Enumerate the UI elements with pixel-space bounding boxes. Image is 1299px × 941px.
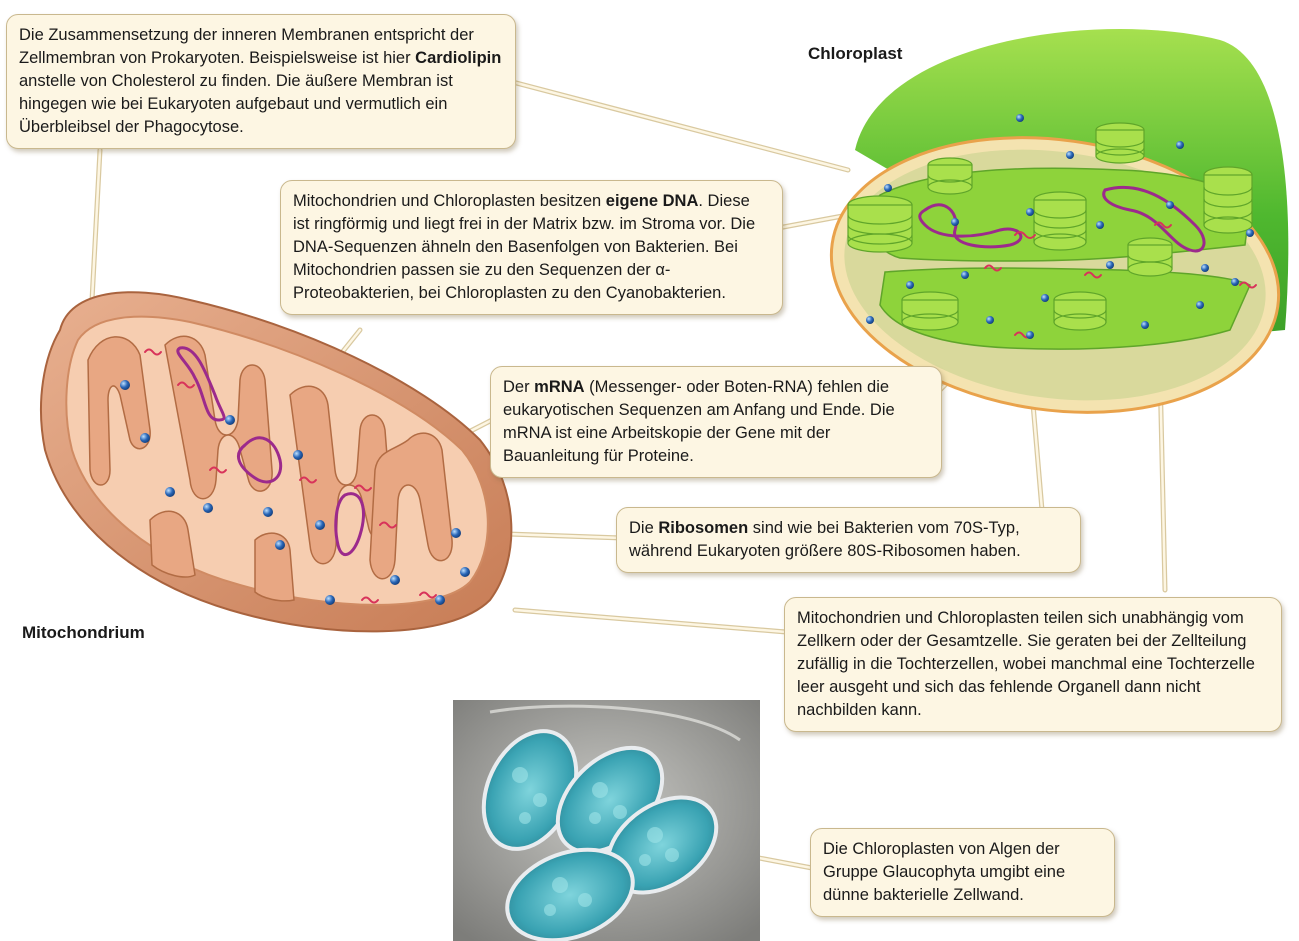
dna-text-1: Mitochondrien und Chloroplasten besitzen bbox=[293, 192, 606, 210]
ribosomes-text-1: Die bbox=[629, 519, 658, 537]
chloroplast-label: Chloroplast bbox=[808, 44, 902, 64]
mrna-callout: Der mRNA (Messenger- oder Boten-RNA) feh… bbox=[490, 366, 942, 478]
glaucophyta-callout: Die Chloroplasten von Algen der Gruppe G… bbox=[810, 828, 1115, 917]
ribosomes-callout: Die Ribosomen sind wie bei Bakterien vom… bbox=[616, 507, 1081, 573]
mitochondrium-label: Mitochondrium bbox=[22, 623, 145, 643]
membrane-text-2: anstelle von Cholesterol zu finden. Die … bbox=[19, 72, 453, 136]
dna-term: eigene DNA bbox=[606, 192, 699, 210]
mrna-term: mRNA bbox=[534, 378, 584, 396]
cardiolipin-term: Cardiolipin bbox=[415, 49, 501, 67]
ribosomes-term: Ribosomen bbox=[658, 519, 748, 537]
mitochondrium-illustration bbox=[41, 292, 511, 631]
division-text: Mitochondrien und Chloroplasten teilen s… bbox=[797, 609, 1255, 719]
membrane-text-1: Die Zusammensetzung der inneren Membrane… bbox=[19, 26, 474, 67]
membrane-callout: Die Zusammensetzung der inneren Membrane… bbox=[6, 14, 516, 149]
division-callout: Mitochondrien und Chloroplasten teilen s… bbox=[784, 597, 1282, 732]
mrna-text-1: Der bbox=[503, 378, 534, 396]
glaucophyta-text: Die Chloroplasten von Algen der Gruppe G… bbox=[823, 840, 1065, 904]
glaucophyta-micrograph bbox=[453, 700, 760, 941]
dna-callout: Mitochondrien und Chloroplasten besitzen… bbox=[280, 180, 783, 315]
